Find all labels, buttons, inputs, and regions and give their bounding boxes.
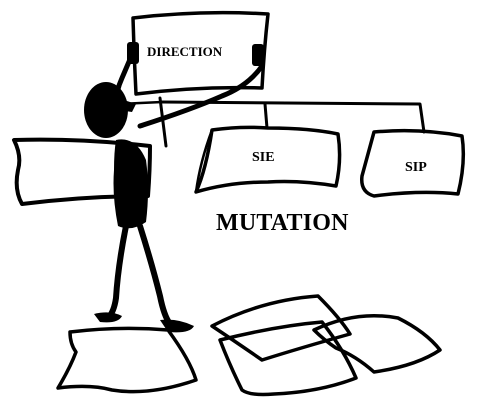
org-chart-connectors bbox=[118, 96, 426, 148]
direction-box bbox=[131, 10, 270, 96]
scattered-papers bbox=[56, 294, 442, 397]
sie-label: SIE bbox=[252, 150, 275, 165]
stick-figure bbox=[84, 42, 265, 333]
sip-box bbox=[360, 128, 466, 198]
mutation-title: MUTATION bbox=[216, 210, 349, 236]
direction-label: DIRECTION bbox=[147, 44, 223, 59]
sie-box bbox=[194, 125, 342, 194]
blank-sheet-left bbox=[12, 137, 152, 206]
sip-label: SIP bbox=[405, 160, 427, 175]
